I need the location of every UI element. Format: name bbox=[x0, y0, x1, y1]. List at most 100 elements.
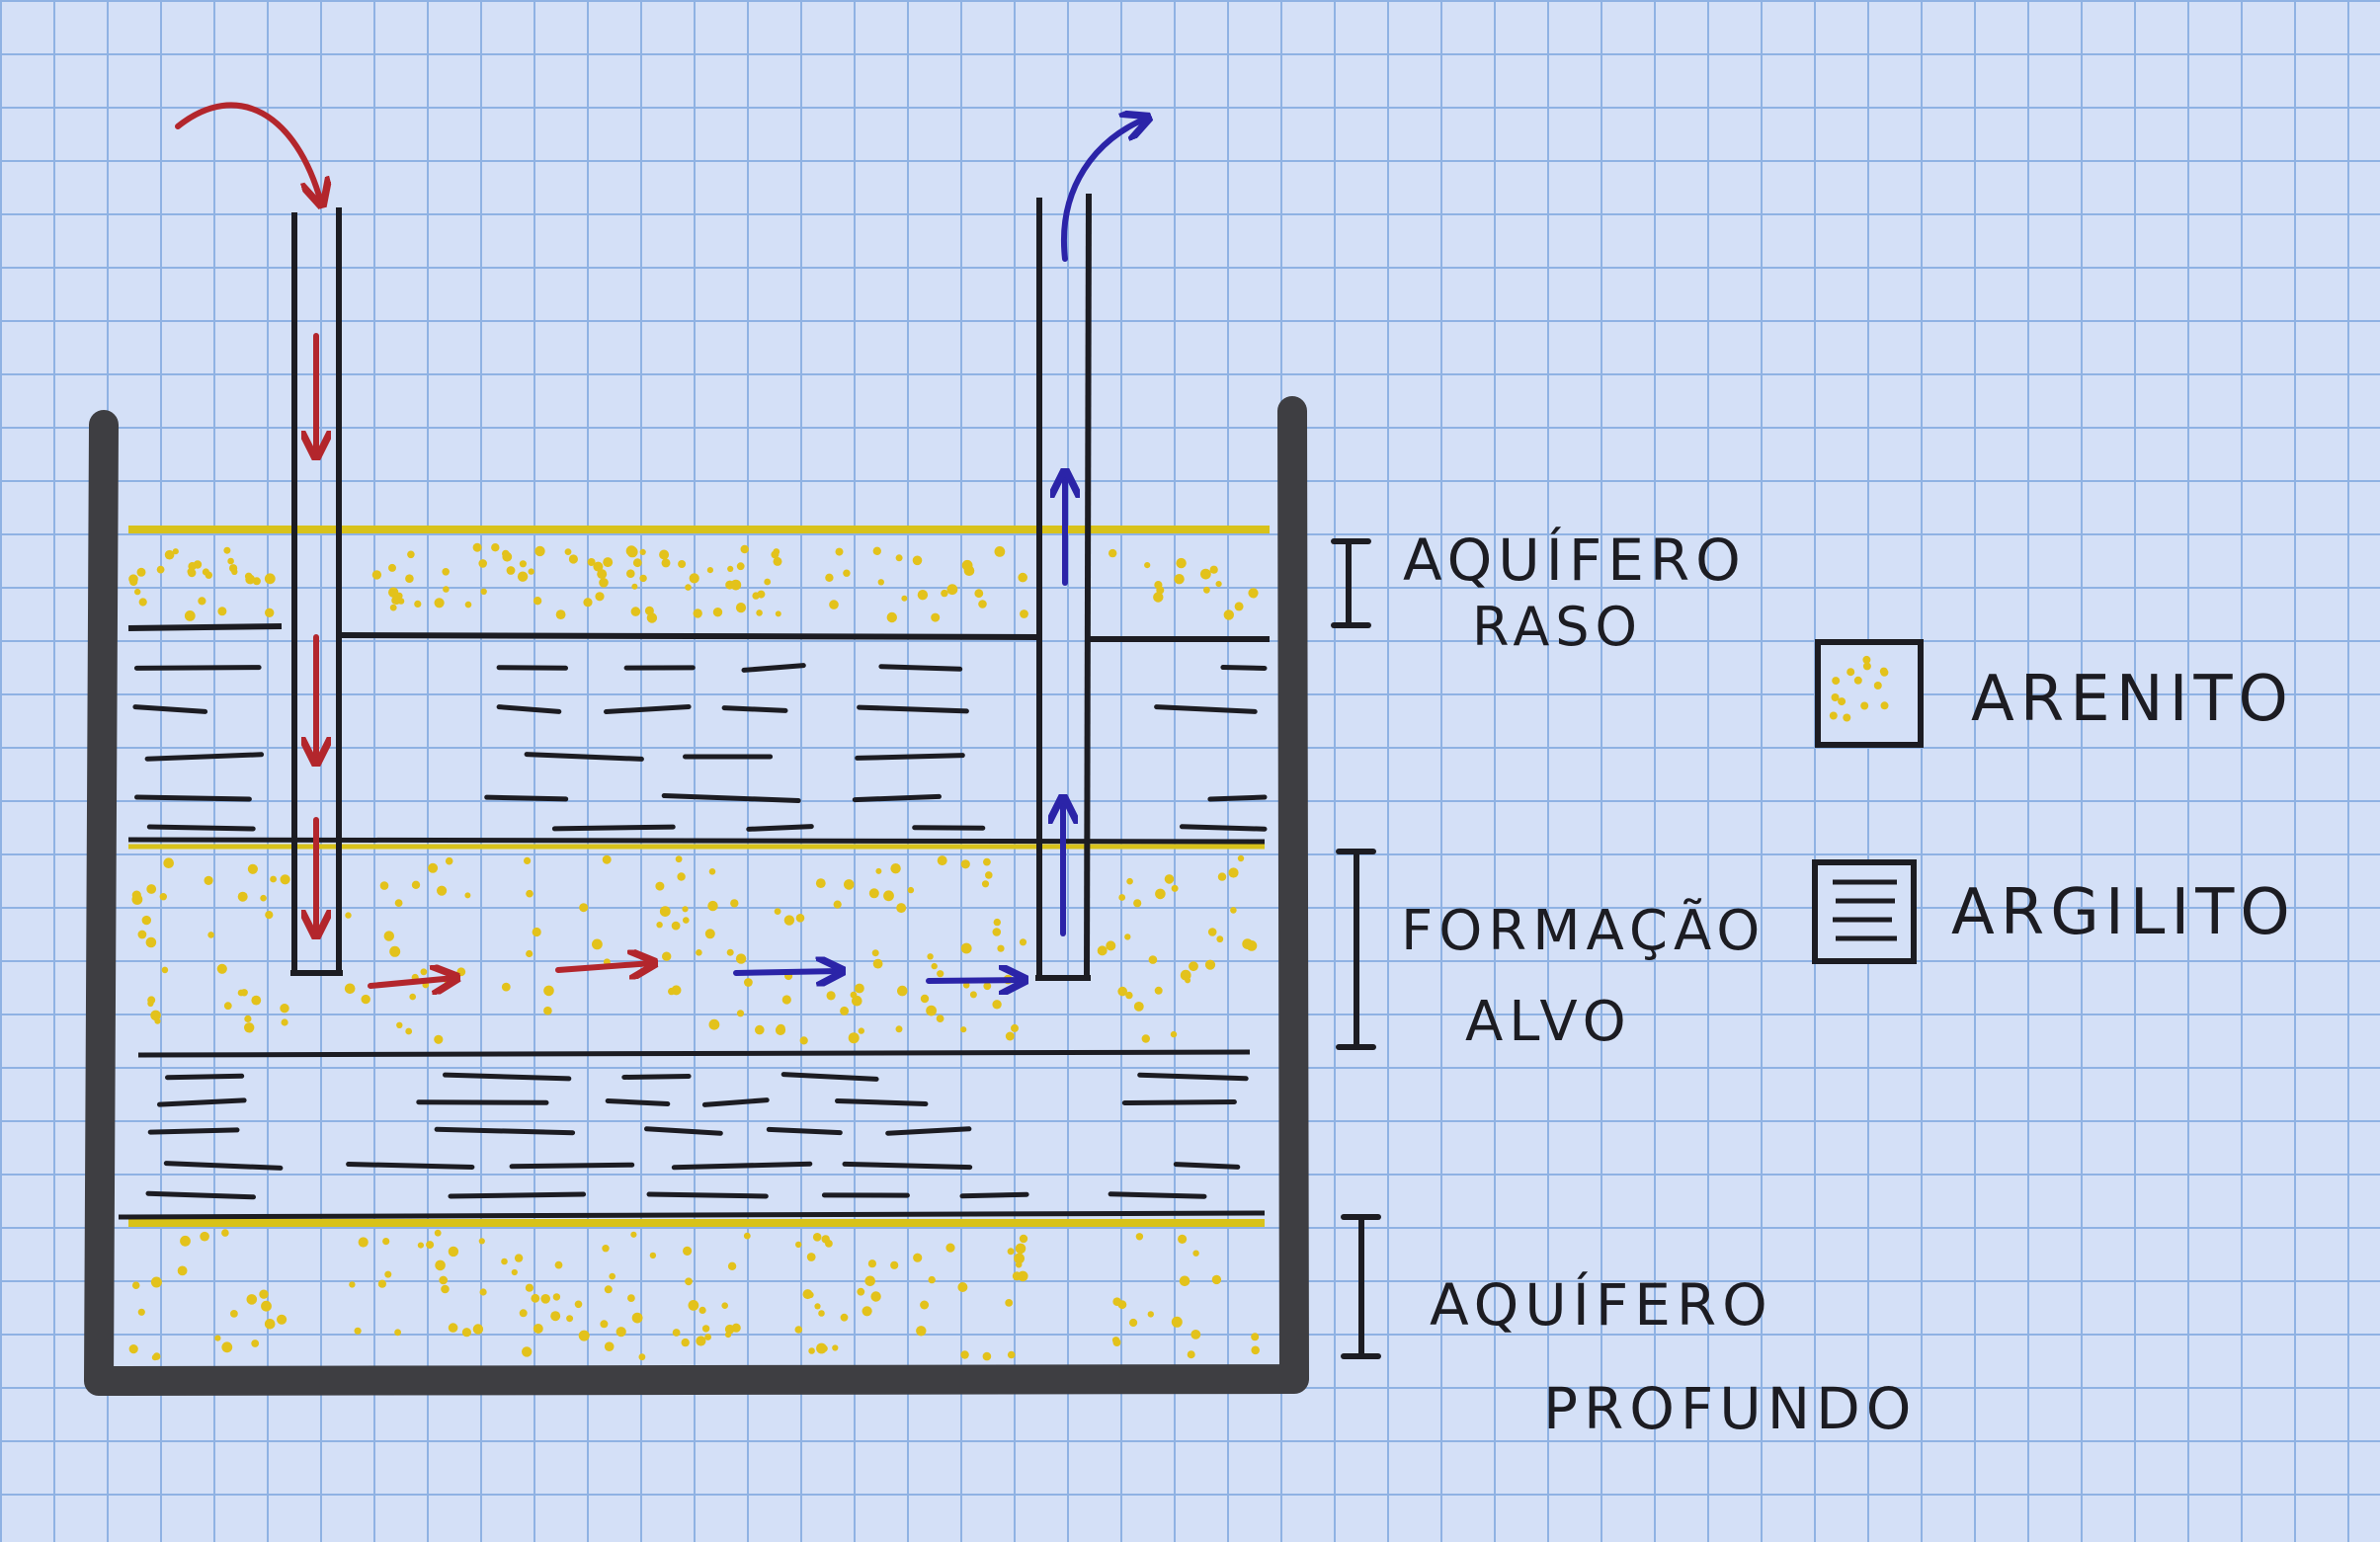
sand-grain bbox=[1135, 1233, 1144, 1241]
sand-grain bbox=[1862, 662, 1871, 671]
sand-grain bbox=[1207, 928, 1217, 936]
sand-grain bbox=[626, 569, 635, 578]
boundary-line bbox=[118, 1210, 1266, 1220]
sand-grain bbox=[377, 1279, 386, 1288]
sand-grain bbox=[1171, 884, 1179, 892]
sand-grain bbox=[261, 1300, 272, 1312]
shale-dash bbox=[1154, 704, 1258, 714]
sand-grain bbox=[855, 983, 864, 994]
sand-grain bbox=[795, 914, 805, 923]
sand-grain bbox=[1215, 581, 1222, 588]
sand-grain bbox=[712, 608, 723, 617]
shale-dash bbox=[524, 752, 644, 762]
sand-grain bbox=[593, 561, 604, 572]
shale-dash bbox=[416, 1099, 549, 1105]
sand-grain bbox=[247, 863, 258, 874]
sand-grain bbox=[868, 888, 879, 899]
sand-grain bbox=[441, 1284, 450, 1294]
sand-grain bbox=[1251, 1345, 1260, 1355]
sand-grain bbox=[993, 918, 1001, 927]
sand-grain bbox=[727, 1261, 737, 1271]
sand-grain bbox=[411, 880, 421, 889]
sand-grain bbox=[396, 1021, 403, 1029]
sand-grain bbox=[533, 597, 542, 606]
sand-grain bbox=[890, 863, 901, 874]
sand-grain bbox=[1012, 1271, 1022, 1281]
sand-grain bbox=[506, 566, 516, 575]
sand-grain bbox=[896, 903, 907, 914]
sand-grain bbox=[1015, 1243, 1026, 1255]
sand-grain bbox=[478, 1238, 485, 1245]
sand-grain bbox=[1242, 938, 1254, 949]
shale-dash bbox=[496, 704, 562, 714]
sand-grain bbox=[270, 875, 277, 883]
sand-grain bbox=[832, 1344, 839, 1351]
sand-grain bbox=[344, 983, 356, 995]
sand-grain bbox=[478, 559, 488, 568]
sand-grain bbox=[689, 573, 699, 584]
sand-grain bbox=[1192, 1250, 1199, 1257]
sand-grain bbox=[603, 557, 614, 568]
sand-grain bbox=[568, 554, 579, 564]
sand-grain bbox=[818, 1310, 825, 1317]
sand-grain bbox=[646, 612, 658, 623]
sand-grain bbox=[428, 862, 439, 873]
sand-grain bbox=[685, 584, 692, 591]
shale-dash bbox=[721, 705, 788, 713]
sand-grain bbox=[600, 1320, 609, 1329]
sand-grain bbox=[502, 549, 510, 558]
sand-grain bbox=[501, 1258, 508, 1265]
sand-grain bbox=[736, 1010, 745, 1017]
sand-grain bbox=[840, 1313, 849, 1322]
sand-grain bbox=[414, 600, 422, 609]
sand-grain bbox=[631, 1312, 643, 1324]
sand-grain bbox=[394, 899, 403, 907]
sand-grain bbox=[214, 1335, 221, 1341]
sand-grain bbox=[981, 880, 990, 888]
sand-grain bbox=[872, 546, 881, 555]
sand-grain bbox=[1153, 592, 1164, 603]
sand-grain bbox=[1251, 1333, 1260, 1341]
sand-grain bbox=[707, 900, 718, 912]
sand-grain bbox=[146, 884, 157, 894]
sand-grain bbox=[439, 1275, 449, 1285]
sand-grain bbox=[231, 568, 238, 575]
shale-dash bbox=[165, 1073, 245, 1081]
sand-grain bbox=[907, 886, 915, 894]
sand-grain bbox=[1144, 562, 1151, 569]
sand-grain bbox=[735, 953, 747, 964]
sand-grain bbox=[704, 929, 715, 939]
sand-grain bbox=[277, 1314, 287, 1325]
sand-grain bbox=[756, 609, 763, 616]
shale-dash bbox=[434, 1126, 576, 1136]
sand-grain bbox=[223, 1002, 232, 1011]
sand-grain bbox=[631, 583, 638, 590]
sand-grain bbox=[872, 958, 883, 969]
shale-dash bbox=[852, 793, 942, 803]
sand-grain bbox=[724, 1324, 735, 1335]
sand-grain bbox=[442, 568, 451, 576]
shale-dash bbox=[509, 1162, 635, 1170]
sand-grain bbox=[829, 600, 839, 609]
sand-grain bbox=[216, 963, 227, 974]
sand-grain bbox=[159, 893, 167, 901]
sand-grain bbox=[141, 915, 151, 926]
shale-dash bbox=[144, 752, 265, 762]
sand-grain bbox=[886, 611, 897, 623]
sand-grain bbox=[1129, 1318, 1138, 1328]
sand-grain bbox=[730, 899, 739, 908]
sand-grain bbox=[771, 550, 780, 559]
sand-grain bbox=[464, 892, 471, 899]
sand-grain bbox=[1171, 1316, 1183, 1328]
shale-dash bbox=[1220, 665, 1268, 671]
sand-grain bbox=[945, 1243, 955, 1253]
sand-grain bbox=[405, 1027, 413, 1035]
sand-grain bbox=[928, 1275, 936, 1284]
sandstone-legend-swatch bbox=[1815, 639, 1924, 748]
sand-grain bbox=[794, 1326, 803, 1334]
sand-grain bbox=[1209, 565, 1218, 574]
shale-dash bbox=[1173, 1162, 1241, 1170]
sand-grain bbox=[383, 931, 394, 941]
sand-grain bbox=[349, 1281, 356, 1288]
layer-brackets bbox=[1331, 538, 1381, 1359]
